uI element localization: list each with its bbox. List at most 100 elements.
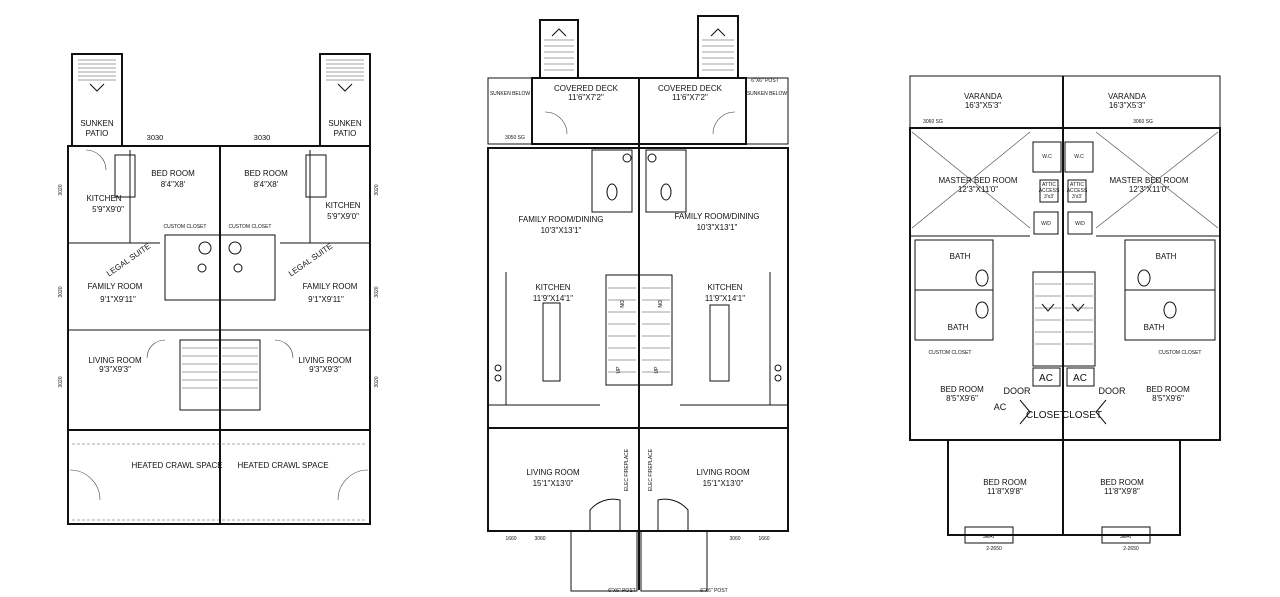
door-right: DOOR [1099,386,1127,396]
window-3030-left: 3030 [147,133,164,142]
attic-access-right-2: ACCESS [1067,188,1088,194]
seat-right: SEAT [1120,534,1133,540]
sunken-patio-left-1: SUNKEN [80,119,114,128]
sunken-below-left: SUNKEN BELOW [490,91,531,97]
arrow-down-icon [1071,303,1085,312]
living-room-right-dim: 15'1"X13'0" [703,479,744,488]
arrow-down-icon [1041,303,1055,312]
kitchen-right-dim: 11'9"X14'1" [705,294,745,303]
kitchen-left: KITCHEN [86,194,121,203]
side-window-left-2: 3020 [58,286,64,297]
post-bottom-right: 6"X6" POST [700,588,727,594]
kitchen-right: KITCHEN [325,201,360,210]
custom-closet-right: CUSTOM CLOSET [1159,350,1202,356]
bath-top-left: BATH [950,252,971,261]
bed-room-2-left-dim: 8'5"X9'6" [946,394,978,403]
wc-right: W.C [1074,154,1084,160]
arrow-up-icon [551,28,567,37]
family-dining-left: FAMILY ROOM/DINING [518,215,603,224]
bath-bottom-left: BATH [948,323,969,332]
bed-room-left: BED ROOM [151,169,195,178]
window-3060-left: 3060 SG [923,119,943,125]
living-room-right-dim: 9'3"X9'3" [309,365,341,374]
bed-room-right-dim: 8'4"X8' [254,180,279,189]
deck-left-dim: 11'6"X7'2" [568,93,604,102]
window-2650-right: 2-2650 [1123,546,1139,552]
wd-right: W/D [1075,221,1085,227]
deck-right-dim: 11'6"X7'2" [672,93,708,102]
kitchen-left: KITCHEN [535,283,570,292]
side-window-right-1: 3020 [374,184,380,195]
family-room-right: FAMILY ROOM [303,282,358,291]
ac-bedroom-left: AC [994,402,1007,412]
closet-left: CLOSET [1026,410,1066,421]
window-3060-right: 3060 [729,536,740,542]
sunken-patio-right-2: PATIO [334,129,357,138]
varanda-left-dim: 16'3"X5'3" [965,101,1001,110]
basement-plan: SUNKEN PATIO SUNKEN PATIO [58,53,380,525]
deck-left: COVERED DECK [554,84,619,93]
bed-room-3-left-dim: 11'8"X9'8" [987,487,1023,496]
window-3060-right: 3060 SG [1133,119,1153,125]
kitchen-left-dim: 11'9"X14'1" [533,294,573,303]
family-dining-right-dim: 10'3"X13'1" [697,223,738,232]
bed-room-2-right: BED ROOM [1146,385,1190,394]
living-room-right: LIVING ROOM [298,356,352,365]
window-3050: 3050 SG [505,135,525,141]
fireplace-right: ELEC FIREPLACE [648,448,654,491]
living-room-left-dim: 15'1"X13'0" [533,479,574,488]
bath-bottom-right: BATH [1144,323,1165,332]
stair-up-left: UP [616,366,622,374]
master-bed-right-dim: 12'3"X11'0" [1129,185,1169,194]
fireplace-left: ELEC FIREPLACE [624,448,630,491]
master-bed-left-dim: 12'3"X11'0" [958,185,998,194]
varanda-left: VARANDA [964,92,1003,101]
attic-access-left-2: ACCESS [1039,188,1060,194]
bed-room-2-left: BED ROOM [940,385,984,394]
window-1660-left: 1660 [505,536,516,542]
varanda [909,75,1221,129]
attic-access-right-3: 3'x3' [1072,194,1082,200]
custom-closet-left: CUSTOM CLOSET [164,224,207,230]
family-room-right-dim: 9'1"X9'11" [308,295,344,304]
bath-top-right: BATH [1156,252,1177,261]
sunken-patio-right-1: SUNKEN [328,119,362,128]
ac-right: AC [1073,373,1087,384]
varanda-right-dim: 16'3"X5'3" [1109,101,1145,110]
family-dining-right: FAMILY ROOM/DINING [674,212,759,221]
custom-closet-right: CUSTOM CLOSET [229,224,272,230]
crawl-space-left: HEATED CRAWL SPACE [131,461,222,470]
seat-left: SEAT [983,534,996,540]
stair-dn-right: DN [656,300,662,308]
family-room-left: FAMILY ROOM [88,282,143,291]
bed-room-2-right-dim: 8'5"X9'6" [1152,394,1184,403]
arrow-down-icon [337,83,353,92]
stairwell-right [697,15,739,79]
kitchen-left-dim: 5'9"X9'0" [92,205,124,214]
window-2650-left: 2-2650 [986,546,1002,552]
door-left: DOOR [1004,386,1032,396]
window-1660-right: 1660 [758,536,769,542]
living-room-left: LIVING ROOM [88,356,142,365]
master-bed-left: MASTER BED ROOM [938,176,1017,185]
kitchen-right-dim: 5'9"X9'0" [327,212,359,221]
side-window-left-1: 3020 [58,184,64,195]
living-room-left: LIVING ROOM [526,468,580,477]
kitchen-right: KITCHEN [707,283,742,292]
wc-left: W.C [1042,154,1052,160]
arrow-down-icon [89,83,105,92]
living-area-outline [487,427,789,532]
kitchen-island-left [542,302,561,382]
window-3060-left: 3060 [534,536,545,542]
varanda-right: VARANDA [1108,92,1147,101]
attic-access-right-1: ATTIC [1070,182,1084,188]
legal-suite-left: LEGAL SUITE [105,242,152,279]
deck-right: COVERED DECK [658,84,723,93]
attic-access-left-1: ATTIC [1042,182,1056,188]
side-window-right-3: 3020 [374,376,380,387]
side-window-right-2: 3020 [374,286,380,297]
stair-up-right: UP [654,366,660,374]
upper-floor-plan: VARANDA 16'3"X5'3" VARANDA 16'3"X5'3" 30… [909,75,1221,552]
living-room-left-dim: 9'3"X9'3" [99,365,131,374]
